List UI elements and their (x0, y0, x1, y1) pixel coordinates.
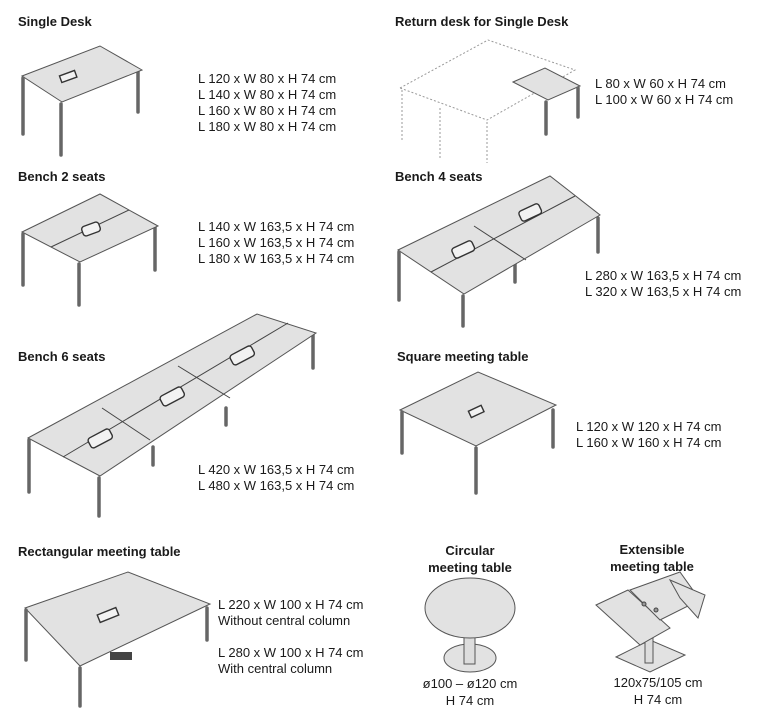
extensible-meeting-table-drawing (595, 571, 706, 673)
dimension: L 280 x W 163,5 x H 74 cm (585, 268, 742, 283)
extensible-meeting-table-dimensions: 120x75/105 cm H 74 cm (578, 675, 738, 708)
dimension-note: With central column (218, 661, 333, 676)
dimension: 120x75/105 cm (613, 675, 703, 690)
title-line: meeting table (610, 559, 694, 574)
square-meeting-table-title: Square meeting table (397, 349, 529, 364)
dimension: L 140 x W 80 x H 74 cm (198, 87, 337, 102)
title-line: Circular (445, 543, 495, 558)
dimension: L 420 x W 163,5 x H 74 cm (198, 462, 355, 477)
bench-4-seats-title: Bench 4 seats (395, 169, 483, 184)
bench-6-seats-dimensions: L 420 x W 163,5 x H 74 cm L 480 x W 163,… (198, 462, 354, 494)
single-desk-dimensions: L 120 x W 80 x H 74 cm L 140 x W 80 x H … (198, 71, 336, 135)
bench-4-seats-dimensions: L 280 x W 163,5 x H 74 cm L 320 x W 163,… (585, 268, 741, 300)
dimension: H 74 cm (445, 692, 495, 708)
dimension: ø100 – ø120 cm (422, 676, 518, 691)
return-desk-dimensions: L 80 x W 60 x H 74 cm L 100 x W 60 x H 7… (595, 76, 733, 108)
circular-meeting-table-dimensions: ø100 – ø120 cm H 74 cm (390, 676, 550, 709)
bench-2-seats-dimensions: L 140 x W 163,5 x H 74 cm L 160 x W 163,… (198, 219, 354, 267)
title-line: Extensible (619, 542, 685, 557)
rectangular-meeting-table-title: Rectangular meeting table (18, 544, 181, 559)
dimension: L 180 x W 163,5 x H 74 cm (198, 251, 355, 266)
bench-6-seats-title: Bench 6 seats (18, 349, 106, 364)
dimension: L 160 x W 163,5 x H 74 cm (198, 235, 355, 250)
extensible-meeting-table-title: Extensible meeting table (572, 541, 732, 575)
dimension: L 80 x W 60 x H 74 cm (595, 76, 727, 91)
dimension-note: Without central column (218, 613, 351, 628)
rectangular-meeting-table-drawing (24, 571, 212, 708)
circular-meeting-table-title: Circular meeting table (390, 542, 550, 576)
dimension: L 140 x W 163,5 x H 74 cm (198, 219, 355, 234)
bench-6-seats-drawing (26, 313, 318, 518)
single-desk-drawing (20, 45, 144, 157)
circular-meeting-table-drawing (424, 577, 516, 673)
bench-4-seats-drawing (396, 175, 601, 328)
dimension: L 220 x W 100 x H 74 cm (218, 597, 364, 612)
dimension: L 180 x W 80 x H 74 cm (198, 119, 337, 134)
square-meeting-table-dimensions: L 120 x W 120 x H 74 cm L 160 x W 160 x … (576, 419, 721, 451)
bench-2-seats-drawing (20, 193, 160, 307)
bench-2-seats-title: Bench 2 seats (18, 169, 106, 184)
rectangular-meeting-table-dimensions: L 220 x W 100 x H 74 cm Without central … (218, 597, 363, 677)
dimension: L 120 x W 120 x H 74 cm (576, 419, 722, 434)
dimension: L 320 x W 163,5 x H 74 cm (585, 284, 742, 299)
dimension: L 160 x W 160 x H 74 cm (576, 435, 722, 450)
dimension: L 100 x W 60 x H 74 cm (595, 92, 734, 107)
return-desk-title: Return desk for Single Desk (395, 14, 569, 29)
cable-tray (110, 652, 132, 660)
single-desk-title: Single Desk (18, 14, 92, 29)
return-desk-drawing (398, 39, 582, 163)
dimension: L 280 x W 100 x H 74 cm (218, 645, 364, 660)
dimension: L 160 x W 80 x H 74 cm (198, 103, 337, 118)
square-meeting-table-drawing (398, 371, 558, 495)
dimension: L 480 x W 163,5 x H 74 cm (198, 478, 355, 493)
dimension: L 120 x W 80 x H 74 cm (198, 71, 337, 86)
dimension: H 74 cm (633, 691, 683, 707)
title-line: meeting table (428, 560, 512, 575)
